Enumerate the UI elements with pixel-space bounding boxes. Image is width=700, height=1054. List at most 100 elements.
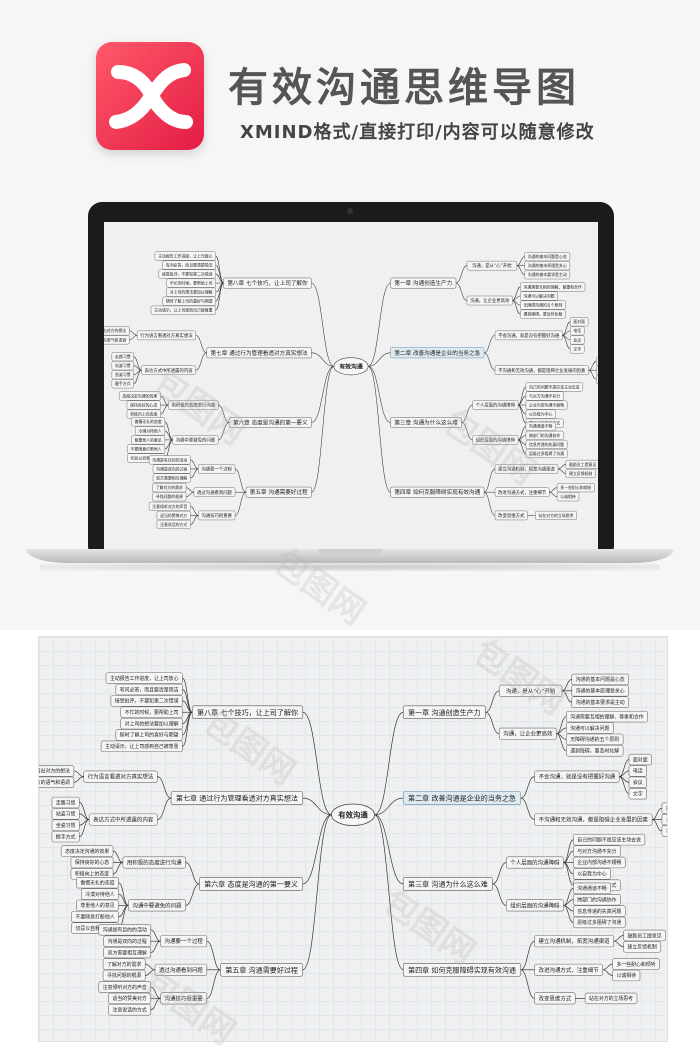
leaf-line — [558, 464, 566, 470]
leaf-line — [133, 369, 142, 385]
leaf-topic-label: 尊重他人的意见 — [80, 902, 114, 909]
leaf-topic-label: 文字 — [633, 790, 643, 797]
leaf-line — [558, 468, 566, 474]
sub-topic-label: 透过沟通看到问题 — [197, 489, 233, 496]
leaf-topic: 对上司的想法要加以理解 — [166, 287, 216, 297]
leaf-topic: 企业内部沟通不顺畅 — [573, 856, 626, 869]
main-topic-l3: 第五章 沟通需要好过程 — [245, 486, 312, 498]
leaf-topic-label: 坐姿习惯 — [56, 822, 76, 829]
sub-line — [185, 883, 200, 906]
leaf-topic: 沟通的基本原理是关心 — [571, 685, 629, 697]
leaf-topic-label: 寻找问题的根源 — [107, 972, 141, 979]
sub-topic: 沟通技巧很重要 — [198, 510, 236, 521]
leaf-topic: 走路习惯 — [111, 352, 134, 362]
leaf-topic: 电话 — [569, 326, 585, 336]
leaf-topic: 文字 — [569, 344, 585, 354]
leaf-topic: 跨部门的沟通协作 — [573, 894, 621, 906]
leaf-topic: 站姿习惯 — [51, 808, 80, 820]
branch-line — [302, 711, 332, 816]
mindmap-group: 第一章 沟通创造生产力沟通，是从“心”开始沟通的基本问题是心态沟通的基本原理是关… — [104, 251, 598, 529]
leaf-topic-label: 冷漠对待他人 — [138, 428, 161, 433]
leaf-line — [118, 905, 129, 918]
sub-topic-label: 建立沟通机制，拓宽沟通渠道 — [498, 466, 555, 473]
sub-topic-label: 沟通要一个过程 — [164, 937, 203, 945]
laptop-shadow — [40, 563, 660, 571]
leaf-topic-label: 随时了解上司的喜好与期望 — [120, 732, 179, 739]
leaf-line — [160, 404, 169, 415]
leaf-topic-label: 注意倾听对方的声音 — [103, 984, 147, 991]
leaf-topic-label: 双方需要相互理解 — [156, 475, 187, 480]
root-topic-label: 有效沟通 — [339, 363, 363, 371]
leaf-topic-label: 适当的赞美对方 — [160, 513, 187, 518]
leaf-topic-label: 沟通是有目的的活动 — [103, 927, 147, 934]
leaf-topic-label: 不忙的时候，要帮助上司 — [170, 280, 213, 285]
branch-line — [374, 814, 404, 885]
leaf-topic-label: 多一些耐心和倾听 — [560, 485, 591, 490]
leaf-topic: 以自我为中心 — [525, 409, 556, 419]
sub-topic: 沟通技巧很重要 — [160, 992, 208, 1005]
sub-topic: 沟通，是从“心”开始 — [466, 260, 518, 271]
leaf-topic-label: 沟通的基本要求是主动 — [576, 699, 625, 706]
leaf-topic: 无障碍沟通的五个原则 — [565, 733, 624, 746]
main-topic-l0-label: 第八章 七个技巧，让上司了解你 — [197, 708, 298, 717]
leaf-topic: 信息传递的失真问题 — [573, 905, 626, 917]
leaf-topic-label: 主动请示，让上司感到自己被尊重 — [154, 308, 212, 313]
root-topic: 有效沟通 — [331, 803, 375, 826]
leaf-topic: 沟通通道不畅 — [573, 882, 611, 895]
leaf-topic-label: 接受批评，不要犯第二次错误 — [162, 271, 213, 276]
leaf-topic: 沟通可以解决问题 — [565, 722, 614, 734]
leaf-topic: 动作、表情透露出对方的想法 — [2, 765, 75, 777]
leaf-topic: 多一些耐心和倾听 — [556, 483, 595, 493]
leaf-topic: 与对方沟通不充分 — [573, 845, 621, 857]
sub-topic: 不会沟通，就是没有把握好沟通 — [534, 770, 620, 783]
leaf-topic: 站姿习惯 — [111, 361, 134, 371]
sub-line — [492, 862, 507, 885]
leaf-topic-box — [535, 510, 577, 520]
leaf-topic: 了解对方的需求 — [102, 958, 146, 970]
main-topic-r0: 第一章 沟通创造生产力 — [390, 277, 457, 289]
leaf-line — [518, 395, 526, 406]
leaf-topic-label: 了解对方的需求 — [107, 961, 141, 968]
leaf-topic-label: 自己的问题不是应该主动去说 — [529, 384, 580, 389]
sub-topic: 沟通要一个过程 — [160, 935, 208, 948]
sub-topic-label: 用积极的态度进行沟通 — [127, 858, 182, 866]
leaf-line — [512, 300, 521, 315]
leaf-topic: 主动报告工作进度，让上司放心 — [154, 251, 216, 261]
sub-topic-label: 表达方式中所透露的内容 — [145, 367, 194, 374]
sub-topic-label: 不沟通和无效沟通，都是阻碍企业发展的因素 — [539, 816, 649, 824]
leaf-topic: 了解对方的需求 — [152, 483, 187, 493]
leaf-topic-label: 沟通需要互相的理解、尊重和合作 — [523, 284, 581, 289]
sub-topic: 行为语言看透对方真实想法 — [83, 770, 158, 783]
leaf-line — [164, 430, 173, 441]
leaf-line — [652, 807, 663, 820]
leaf-topic-label: 倾听对方的语气和语调 — [39, 779, 70, 786]
sub-topic-label: 沟通，是从“心”开始 — [506, 687, 556, 695]
leaf-topic: 冷漠对待他人 — [81, 888, 119, 900]
branch-line — [367, 366, 391, 493]
sub-topic-label: 行为语言看透对方真实想法 — [140, 332, 193, 339]
branch-line — [374, 797, 404, 816]
leaf-topic-label: 遇到障碍，要及时化解 — [523, 311, 562, 316]
leaf-topic: 沟通的基本问题是心态 — [524, 252, 571, 262]
leaf-topic-label: 适当的赞美对方 — [113, 995, 147, 1002]
leaf-line — [563, 850, 574, 863]
leaf-line — [186, 487, 194, 493]
leaf-line — [164, 439, 173, 459]
sub-line — [218, 404, 230, 423]
sub-topic-label: 不会沟通，就是没有把握好沟通 — [539, 773, 616, 781]
sub-line — [520, 969, 535, 999]
leaf-line — [517, 439, 526, 454]
branch-line — [311, 352, 334, 367]
leaf-topic-label: 随时了解上司的喜好与期望 — [166, 299, 213, 304]
leaf-topic-label: 积极向上的态度 — [75, 871, 109, 878]
leaf-topic-label: 跨部门的沟通协作 — [577, 896, 616, 903]
leaf-line — [118, 893, 129, 906]
root-topic-label: 有效沟通 — [338, 811, 368, 820]
leaf-topic-label: 以自我为中心 — [529, 412, 552, 417]
branch-line — [302, 814, 332, 971]
leaf-topic: 注意说话的方式 — [108, 1004, 151, 1016]
leaf-line — [549, 491, 558, 497]
leaf-topic-label: 了解对方的需求 — [156, 485, 183, 490]
leaf-topic: 多一些耐心和倾听 — [612, 958, 660, 970]
leaf-topic-label: 信息传递的失真问题 — [577, 908, 621, 915]
